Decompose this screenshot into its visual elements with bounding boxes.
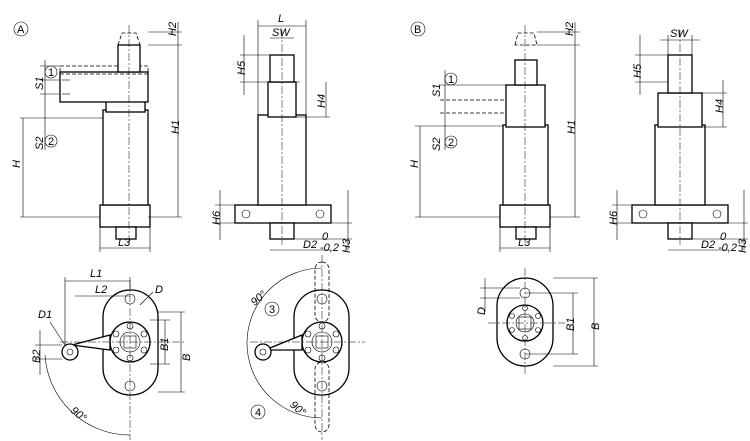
a-label-l2: L2 xyxy=(95,284,107,296)
b-label-d: D xyxy=(476,307,488,315)
a-circle-4: 4 xyxy=(255,407,261,419)
a-label-h1: H1 xyxy=(170,120,182,134)
a-circle-1: 1 xyxy=(48,67,54,79)
a-label-b2: B2 xyxy=(31,350,43,363)
b-label-h: H xyxy=(409,160,421,168)
a-label-h6: H6 xyxy=(211,210,223,225)
b-top-view: D B1 B xyxy=(476,268,602,375)
a-label-h2: H2 xyxy=(167,22,179,36)
b-label-h1: H1 xyxy=(566,120,578,134)
a-circle-3: 3 xyxy=(269,304,275,316)
a-label-h4: H4 xyxy=(316,94,328,108)
a-side-view: L SW H5 H4 H6 H3 D2 0 -0,2 xyxy=(211,13,353,254)
b-label-sw: SW xyxy=(670,28,689,40)
a-label-d: D xyxy=(155,284,163,296)
a-label-d2: D2 xyxy=(303,239,317,251)
a-label-d1: D1 xyxy=(38,309,52,321)
a-top-view-left: L1 L2 D D1 B2 B1 B 90° xyxy=(31,268,193,440)
b-label-h6: H6 xyxy=(608,210,620,225)
a-label-b: B xyxy=(181,354,193,361)
b-tol-lower: -0,2 xyxy=(718,242,737,254)
b-label-h5: H5 xyxy=(632,63,644,78)
b-label-s1: S1 xyxy=(431,84,443,97)
a-label-h: H xyxy=(11,160,23,168)
a-label-l: L xyxy=(278,13,284,25)
b-label-d2: D2 xyxy=(701,239,715,251)
b-label-h3: H3 xyxy=(737,238,749,253)
b-front-view: B H2 H1 S1 1 S2 2 H L3 xyxy=(409,21,580,252)
a-label-s1: S1 xyxy=(34,77,46,90)
a-tol-upper: 0 xyxy=(322,231,329,243)
a-tol-lower: -0,2 xyxy=(320,242,339,254)
b-label-h2: H2 xyxy=(564,22,576,36)
a-angle-top: 90° xyxy=(249,288,270,308)
b-circle-1: 1 xyxy=(448,74,454,86)
a-label-l1: L1 xyxy=(90,268,102,280)
b-circle-2: 2 xyxy=(448,137,454,149)
a-front-view: A H2 H1 S1 1 S2 2 H L3 xyxy=(11,21,182,252)
a-angle-left: 90° xyxy=(68,405,89,425)
b-label-b: B xyxy=(590,323,602,330)
a-top-view-right: 90° 3 4 90° xyxy=(246,255,365,440)
a-label-s2: S2 xyxy=(34,137,46,150)
b-side-view: SW H5 H4 H6 H3 D2 0 -0,2 xyxy=(608,28,749,254)
a-label-h5: H5 xyxy=(236,60,248,75)
b-label-s2: S2 xyxy=(431,138,443,151)
b-label-h4: H4 xyxy=(714,99,726,113)
a-label-b1: B1 xyxy=(159,338,171,351)
a-label-sw: SW xyxy=(272,27,291,39)
b-label-b1: B1 xyxy=(565,318,577,331)
variant-b-marker: B xyxy=(414,24,421,36)
a-label-h3: H3 xyxy=(341,238,353,253)
a-label-l3: L3 xyxy=(118,237,131,249)
a-circle-2: 2 xyxy=(48,136,54,148)
b-tol-upper: 0 xyxy=(720,231,727,243)
variant-a-marker: A xyxy=(17,24,25,36)
b-label-l3: L3 xyxy=(518,237,531,249)
